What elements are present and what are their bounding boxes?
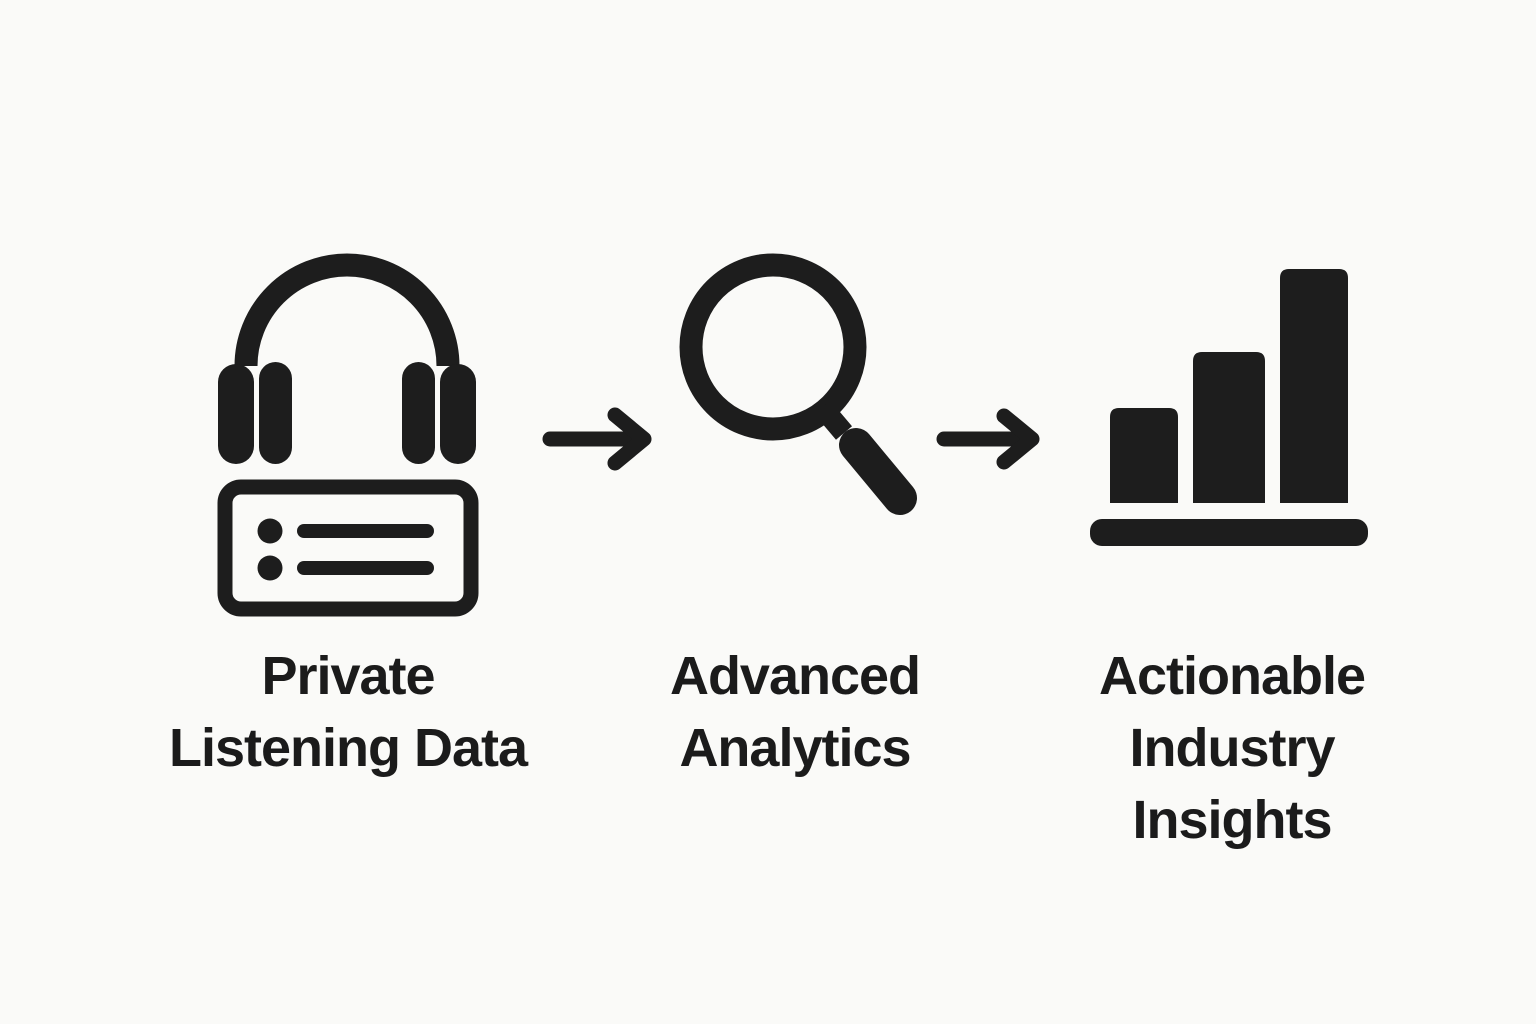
magnifying-glass-icon xyxy=(679,253,917,515)
label-line: Analytics xyxy=(679,718,911,778)
step-label-private-listening-data: Private Listening Data xyxy=(98,640,598,784)
arrow-right-icon xyxy=(542,407,652,471)
step-label-advanced-analytics: Advanced Analytics xyxy=(545,640,1045,784)
step-label-actionable-industry-insights: Actionable Industry Insights xyxy=(982,640,1482,856)
bar-chart-icon xyxy=(1090,269,1368,546)
headphones-data-card-icon xyxy=(217,253,479,617)
label-line: Industry xyxy=(1129,718,1335,778)
arrow-right-icon xyxy=(936,408,1040,470)
label-line: Advanced xyxy=(669,646,921,706)
label-line: Listening Data xyxy=(168,718,528,778)
label-line: Actionable xyxy=(1098,646,1366,706)
label-line: Private xyxy=(261,646,435,706)
label-line: Insights xyxy=(1132,790,1332,850)
